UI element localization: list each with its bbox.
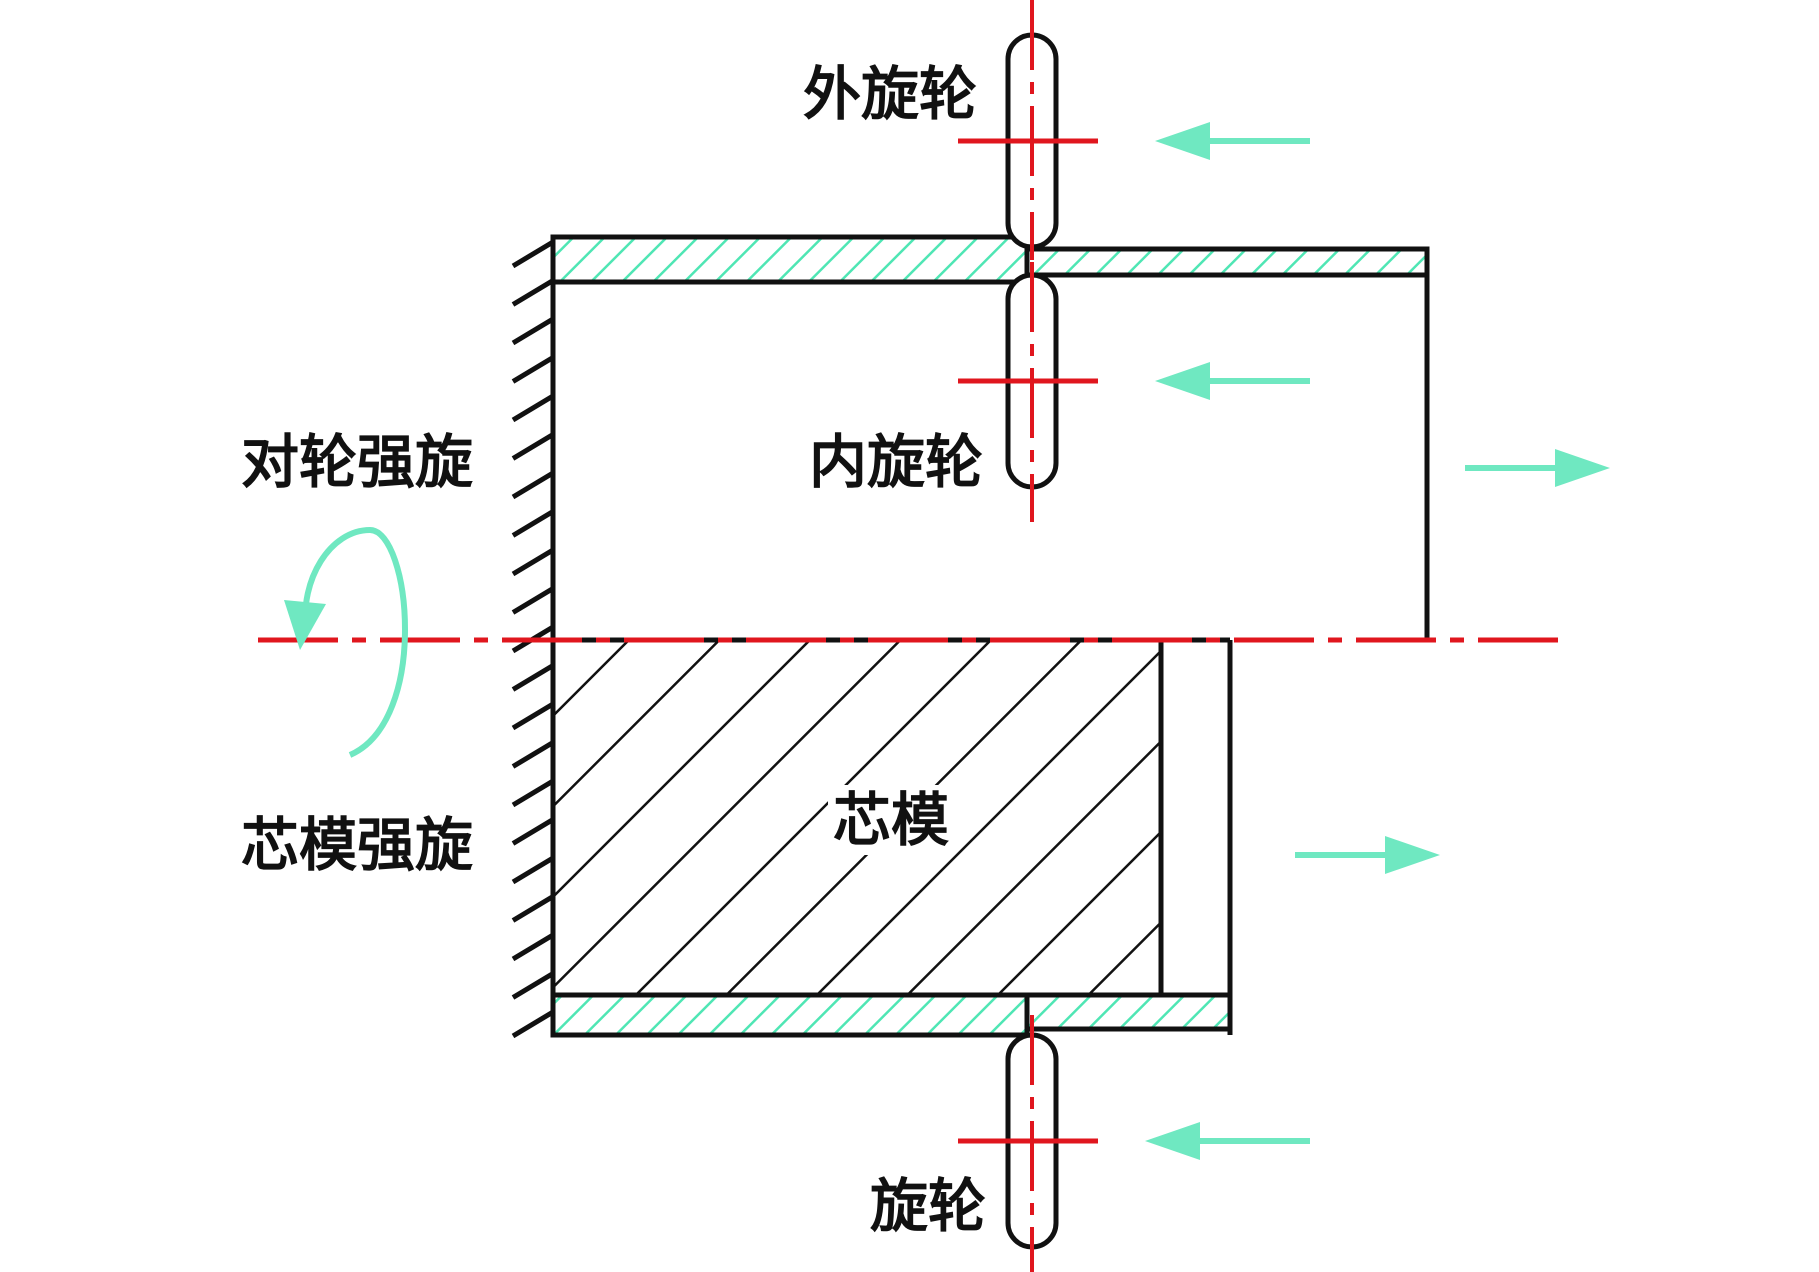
inner-roller: [958, 262, 1098, 522]
ground-hatch-tick: [511, 470, 555, 500]
rotation-arrow-icon: [284, 526, 408, 758]
ground-hatch-tick: [511, 894, 555, 923]
ground-hatch-tick: [511, 239, 555, 269]
arrow-right-icon: [1295, 836, 1440, 874]
mandrel: 芯模: [550, 637, 1164, 998]
ground-hatch-tick: [511, 509, 555, 538]
mandrel-label: 芯模: [833, 786, 949, 854]
ground-hatch-tick: [511, 586, 555, 615]
ground-hatch-tick: [511, 663, 555, 692]
ground-hatch-tick: [511, 1009, 555, 1039]
ground-hatch-tick: [511, 355, 555, 384]
arrow-left-icon: [1155, 122, 1310, 160]
inner-roller-label: 内旋轮: [809, 428, 983, 496]
ground-hatch-tick: [511, 278, 555, 307]
ground-hatch-tick: [511, 432, 555, 461]
ground-hatch-tick: [511, 316, 555, 346]
ground-hatch-tick: [511, 971, 555, 1000]
arrow-left-icon: [1145, 1122, 1310, 1160]
dual-roller-spinning-label: 对轮强旋: [241, 428, 473, 496]
fixed-support: [511, 237, 556, 1039]
upper-workpiece: [550, 234, 1430, 640]
ground-hatch-tick: [511, 547, 555, 577]
arrow-left-icon: [1155, 362, 1310, 400]
ground-hatch-tick: [511, 701, 555, 731]
ground-hatch-tick: [511, 778, 555, 808]
ground-hatch-tick: [511, 932, 555, 962]
mandrel-spinning-label: 芯模强旋: [241, 811, 473, 879]
outer-roller-label: 外旋轮: [803, 60, 977, 128]
ground-hatch-tick: [511, 393, 555, 423]
bottom-roller: [958, 1015, 1098, 1272]
ground-hatch-tick: [511, 855, 555, 885]
ground-hatch-tick: [511, 817, 555, 846]
arrow-right-icon: [1465, 449, 1610, 487]
outer-roller: [958, 0, 1098, 260]
roller-label: 旋轮: [870, 1172, 986, 1240]
ground-hatch-tick: [511, 740, 555, 769]
